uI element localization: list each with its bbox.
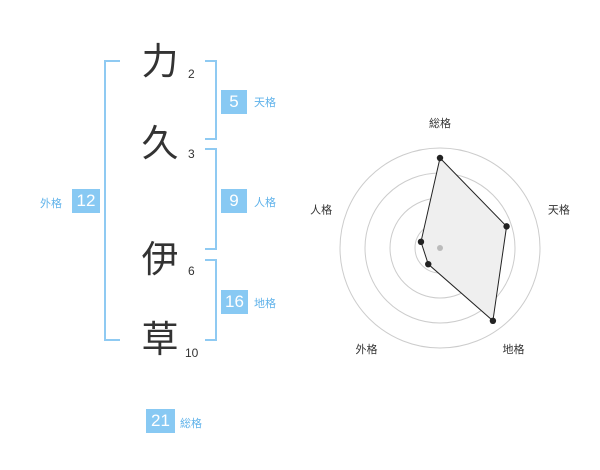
gaikaku-label: 外格	[40, 197, 62, 210]
stroke-count-1: 2	[188, 67, 195, 81]
radar-point-5	[417, 238, 425, 246]
gaikaku-bracket	[104, 60, 120, 341]
name-char-3: 伊	[141, 238, 179, 281]
tenkaku-bracket	[205, 60, 217, 140]
radar-area	[420, 156, 508, 322]
tenkaku-badge: 5	[221, 90, 247, 114]
stroke-count-3: 6	[188, 264, 195, 278]
radar-points	[417, 154, 510, 325]
gaikaku-badge: 12	[72, 189, 100, 213]
name-char-2: 久	[141, 122, 179, 165]
radar-point-3	[489, 317, 497, 325]
radar-point-1	[436, 154, 444, 162]
name-char-1: 力	[141, 40, 179, 83]
radar-point-4	[425, 260, 432, 268]
stroke-count-4: 10	[185, 346, 199, 360]
radar-axis-label-4: 外格	[356, 342, 378, 356]
radar-axis-label-1: 総格	[429, 116, 451, 130]
chikaku-bracket	[205, 259, 217, 341]
radar-axis-label-3: 地格	[502, 342, 524, 356]
radar-axis-label-2: 天格	[548, 202, 570, 216]
radar-axis-label-5: 人格	[310, 202, 332, 216]
chikaku-label: 地格	[254, 297, 276, 310]
jinkaku-badge: 9	[221, 189, 247, 213]
soukaku-label: 総格	[180, 417, 202, 430]
tenkaku-label: 天格	[254, 96, 276, 109]
name-char-4: 草	[141, 318, 179, 361]
soukaku-badge: 21	[146, 409, 175, 433]
chikaku-badge: 16	[221, 290, 248, 314]
radar-point-2	[503, 223, 510, 230]
radar-center-dot	[437, 245, 443, 251]
jinkaku-label: 人格	[254, 196, 276, 209]
stroke-count-2: 3	[188, 147, 195, 161]
radar-ring	[339, 147, 541, 349]
jinkaku-bracket	[205, 148, 217, 250]
